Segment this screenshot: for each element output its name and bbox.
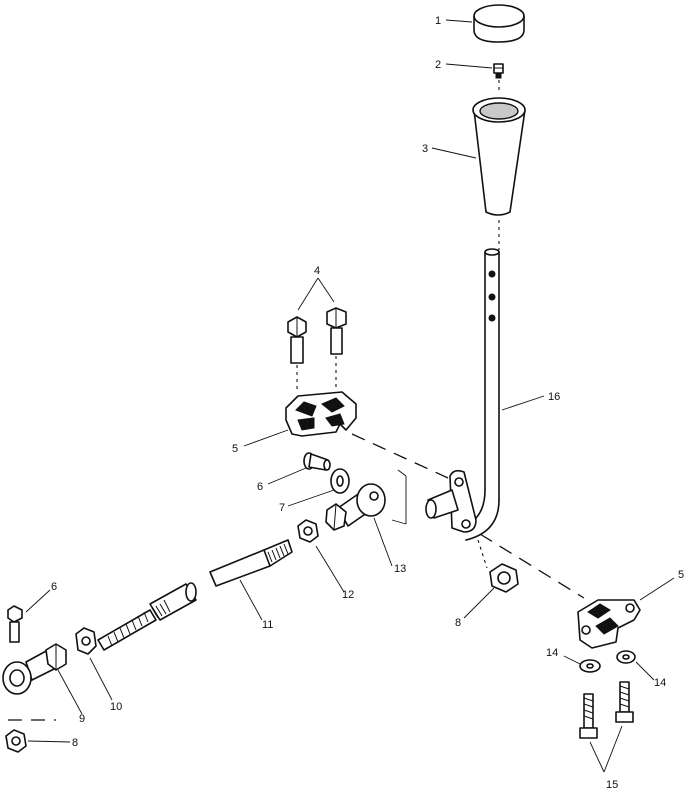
part-3-grip bbox=[472, 97, 526, 250]
callout-5-right: 5 bbox=[678, 569, 684, 581]
callout-13: 13 bbox=[394, 563, 406, 575]
part-10-jam-nut bbox=[75, 627, 97, 655]
callout-10: 10 bbox=[110, 701, 122, 713]
part-2-set-screw bbox=[493, 63, 504, 94]
part-16-shift-lever bbox=[425, 248, 500, 541]
part-5-bracket-right bbox=[577, 599, 641, 649]
callout-6-mid: 6 bbox=[257, 481, 263, 493]
part-6-bolt-left bbox=[7, 605, 23, 643]
callout-5-left: 5 bbox=[232, 443, 238, 455]
callout-8-left: 8 bbox=[72, 737, 78, 749]
part-8-nut-left bbox=[5, 729, 27, 753]
callout-12: 12 bbox=[342, 589, 354, 601]
part-11-threaded-sleeve bbox=[209, 539, 293, 587]
part-8-nut-center bbox=[489, 563, 519, 593]
callout-8-center: 8 bbox=[455, 617, 461, 629]
callout-16: 16 bbox=[548, 391, 560, 403]
callout-4: 4 bbox=[314, 265, 320, 277]
leader-lines bbox=[25, 19, 675, 773]
part-7-washer bbox=[330, 468, 350, 494]
callout-1: 1 bbox=[435, 15, 441, 27]
callout-11: 11 bbox=[262, 619, 273, 631]
callout-14-right: 14 bbox=[654, 677, 666, 689]
callout-numbers: 1 2 3 4 5 6 7 16 13 12 11 8 5 14 14 15 6… bbox=[51, 15, 684, 789]
part-13-rod-end bbox=[325, 483, 386, 531]
assembly-axis-lines bbox=[8, 433, 585, 721]
part-15-screws bbox=[579, 681, 634, 739]
callout-14-left: 14 bbox=[546, 647, 558, 659]
part-9-ball-joint bbox=[2, 643, 67, 695]
callout-7: 7 bbox=[279, 502, 285, 514]
part-6-pin-mid bbox=[303, 452, 331, 471]
callout-3: 3 bbox=[422, 143, 428, 155]
bracket-lines bbox=[391, 469, 407, 525]
part-12-nut bbox=[297, 519, 319, 543]
part-14-washers bbox=[579, 650, 636, 673]
part-5-pivot-block-left bbox=[285, 391, 357, 437]
part-4-bolts bbox=[287, 307, 347, 392]
callout-9: 9 bbox=[79, 713, 85, 725]
callout-6-left: 6 bbox=[51, 581, 57, 593]
part-1-knob-cap bbox=[473, 4, 525, 43]
callout-15: 15 bbox=[606, 779, 618, 789]
cable-rod-assembly bbox=[97, 582, 197, 651]
callout-2: 2 bbox=[435, 59, 441, 71]
